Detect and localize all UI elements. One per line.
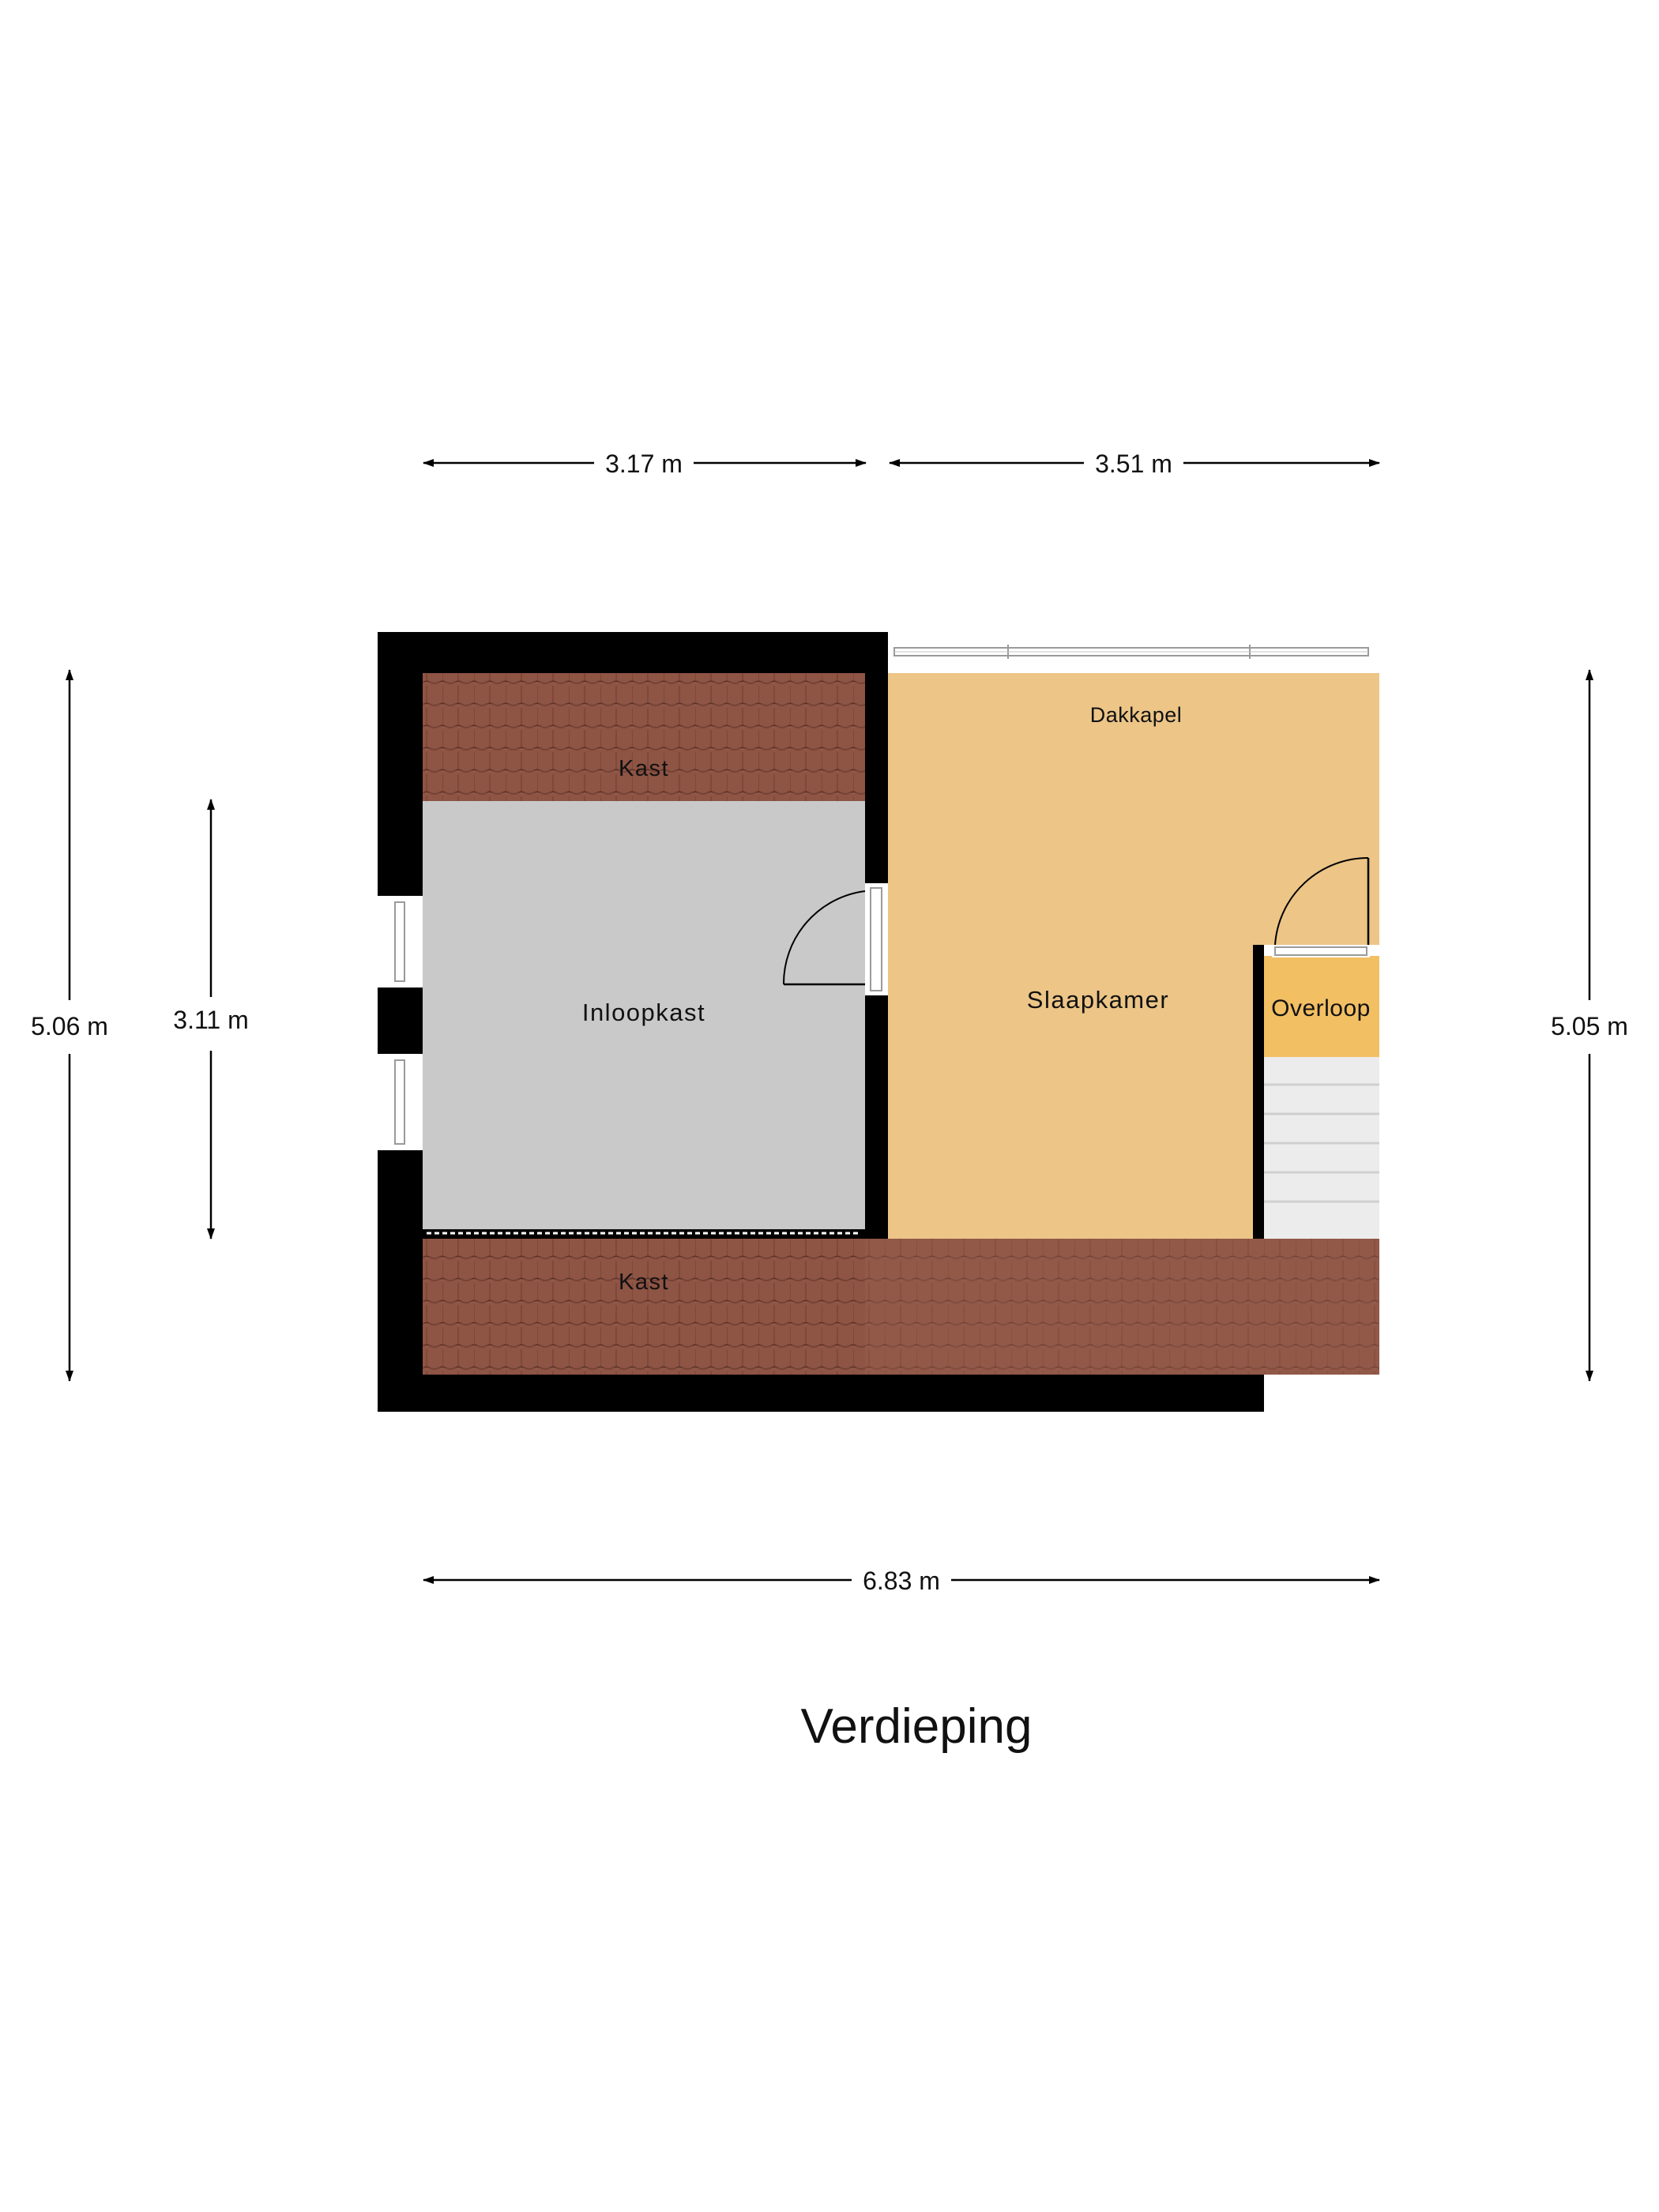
dim-label-left-outer: 5.06 m [31, 1012, 108, 1040]
dim-label-top-right: 3.51 m [1095, 450, 1172, 478]
wall-stair [1253, 945, 1264, 1239]
dormer-window [888, 632, 1373, 673]
slaapkamer-right-floor [1253, 673, 1379, 945]
dormer-floor-strip [888, 673, 1379, 705]
left-window-lower [378, 1054, 423, 1150]
left-window-upper [378, 896, 423, 988]
staircase [1264, 1057, 1379, 1239]
room-label-kast-bottom: Kast [619, 1270, 669, 1295]
kast-bottom-floor [423, 1239, 1379, 1375]
dim-label-top-left: 3.17 m [605, 450, 683, 478]
dim-label-right: 5.05 m [1551, 1012, 1628, 1040]
room-label-overloop: Overloop [1271, 995, 1371, 1021]
room-label-kast-top: Kast [619, 756, 669, 781]
room-label-inloopkast: Inloopkast [582, 999, 705, 1026]
kast-top-floor [423, 673, 865, 801]
dimension-left-inner: 3.11 m [173, 799, 249, 1240]
dimension-left-outer: 5.06 m [31, 669, 108, 1382]
room-label-slaapkamer: Slaapkamer [1027, 986, 1169, 1014]
dim-label-left-inner: 3.11 m [173, 1006, 248, 1034]
dim-label-bottom: 6.83 m [863, 1567, 940, 1595]
dimension-top-right: 3.51 m [889, 450, 1380, 478]
floor-title: Verdieping [800, 1699, 1032, 1754]
dimension-top-left: 3.17 m [423, 450, 867, 478]
door-inloopkast [782, 883, 888, 995]
dimension-bottom: 6.83 m [423, 1567, 1380, 1595]
inloopkast-floor [423, 801, 865, 1229]
room-label-dakkapel: Dakkapel [1090, 703, 1183, 727]
kast-bottom-shade [865, 1239, 1379, 1375]
slaapkamer-floor [888, 673, 1253, 1239]
wall-overloop-top [1253, 945, 1264, 957]
dimension-right: 5.05 m [1551, 669, 1628, 1382]
door-overloop [1272, 856, 1370, 957]
overloop-floor [1264, 956, 1379, 1057]
